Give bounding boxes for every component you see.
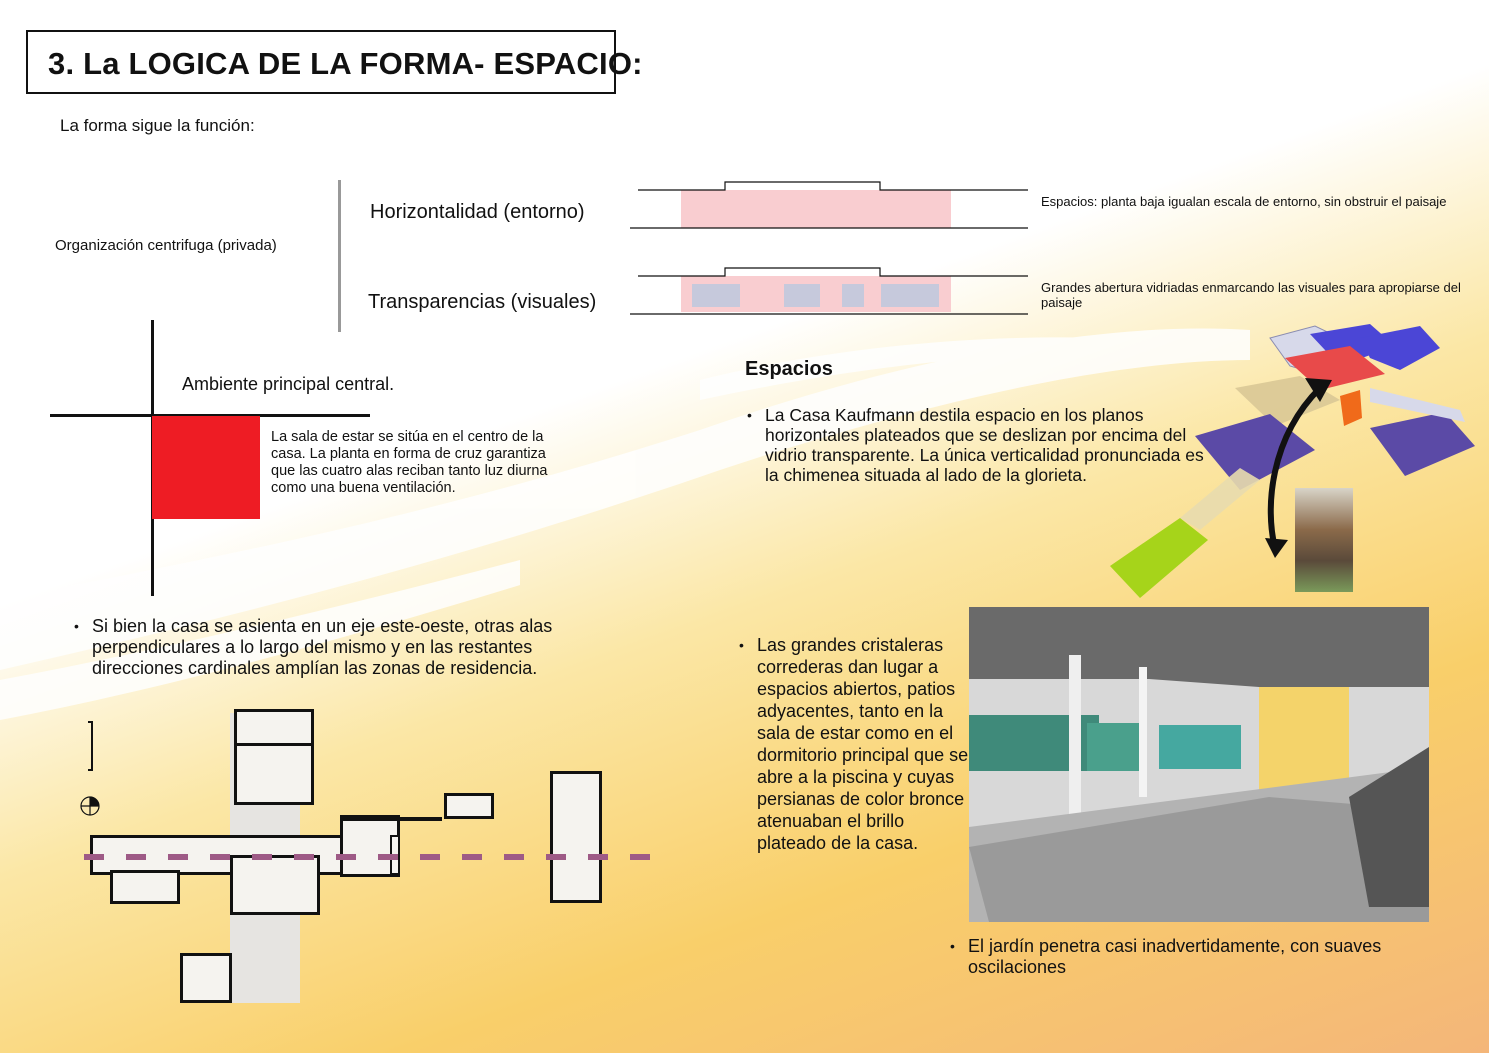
glass-window — [881, 284, 939, 307]
central-red-square — [152, 416, 260, 519]
column — [1139, 667, 1147, 797]
plan-room — [110, 870, 180, 904]
interior-illustration — [969, 607, 1429, 922]
wing-blue-volume — [1360, 326, 1440, 370]
horizontalidad-label: Horizontalidad (entorno) — [370, 201, 585, 223]
cross-horizontal-line — [50, 414, 370, 417]
title-box: 3. La LOGICA DE LA FORMA- ESPACIO: — [26, 30, 642, 94]
plan-room — [444, 793, 494, 819]
page-title: 3. La LOGICA DE LA FORMA- ESPACIO: — [48, 46, 643, 81]
curved-double-arrow-icon — [1267, 385, 1323, 549]
transparency-elevation-diagram — [630, 267, 1028, 315]
plan-overlay — [80, 721, 656, 860]
glass-window — [784, 284, 820, 307]
central-description: La sala de estar se sitúa en el centro d… — [271, 429, 548, 496]
glass-window — [842, 284, 864, 307]
garden-view — [1159, 725, 1241, 769]
cristaleras-bullet: Las grandes cristaleras correderas dan l… — [739, 634, 972, 854]
plan-room — [230, 855, 320, 915]
axis-bullet: Si bien la casa se asienta en un eje est… — [74, 616, 622, 679]
plan-room — [180, 953, 232, 1003]
jardin-bullet: El jardín penetra casi inadvertidamente,… — [950, 936, 1448, 978]
organization-label: Organización centrifuga (privada) — [55, 237, 277, 254]
central-label: Ambiente principal central. — [182, 374, 395, 394]
center-orange-volume — [1340, 390, 1362, 426]
chimney-photo — [1295, 488, 1353, 592]
glass-window — [692, 284, 740, 307]
garden-view — [1087, 723, 1147, 771]
wing-glass-volume — [1370, 388, 1465, 422]
espacios-title: Espacios — [745, 358, 833, 380]
plan-wall — [342, 817, 442, 821]
horizontal-elevation-diagram — [630, 181, 1028, 229]
wing-green-volume — [1110, 518, 1208, 598]
plan-room — [234, 743, 314, 805]
intro-text: La forma sigue la función: — [60, 116, 255, 135]
transparencias-label: Transparencias (visuales) — [368, 291, 597, 313]
pink-volume — [681, 190, 951, 228]
espacios-bullet: La Casa Kaufmann destila espacio en los … — [747, 405, 1205, 485]
plan-room — [550, 771, 602, 903]
axonometric-diagram — [1110, 324, 1475, 598]
organization-divider — [338, 180, 341, 332]
wing-glass-volume — [1180, 468, 1260, 530]
horizontalidad-description: Espacios: planta baja igualan escala de … — [1041, 194, 1447, 209]
transparencias-description: Grandes abertura vidriadas enmarcando la… — [1041, 280, 1461, 310]
wing-purple-volume — [1370, 412, 1475, 476]
